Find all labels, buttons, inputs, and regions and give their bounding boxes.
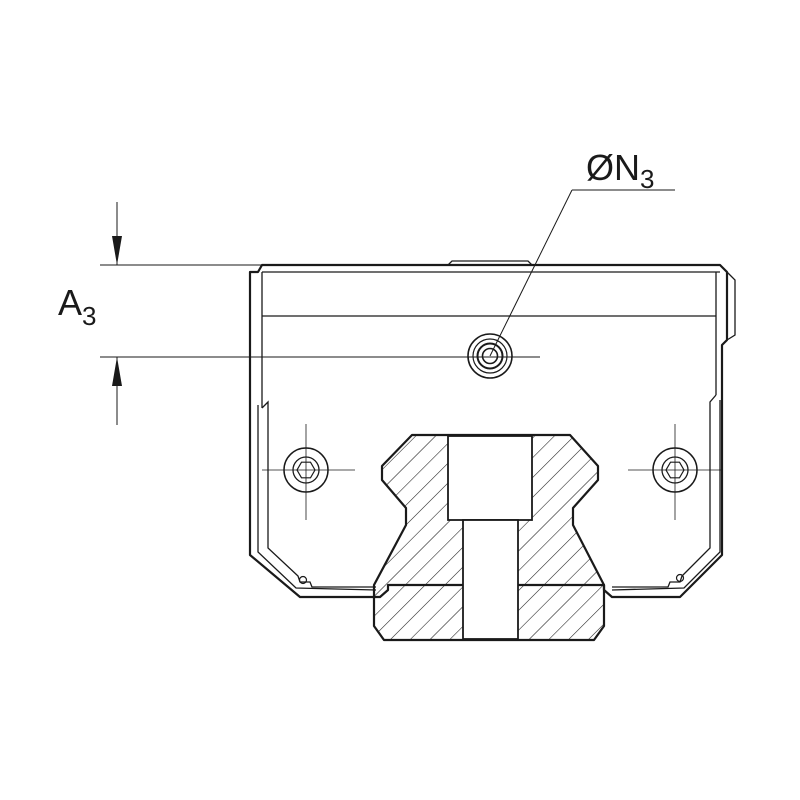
carriage-body — [248, 260, 736, 599]
leader-n3 — [489, 189, 675, 357]
screw-right-hex-socket-icon — [665, 461, 685, 479]
outer-lip-right — [611, 400, 721, 591]
diameter-letter: N — [614, 147, 640, 188]
diameter-symbol: Ø — [586, 147, 614, 188]
carriage-outline — [248, 263, 729, 599]
top-cap-strip — [447, 260, 533, 266]
leader-diagonal — [489, 189, 573, 357]
dimension-a3-label: A3 — [58, 282, 96, 331]
screw-left — [262, 424, 355, 520]
screw-left-hex-socket-icon — [296, 461, 316, 479]
arrow-up-icon — [112, 357, 122, 386]
rail-outline — [372, 433, 606, 642]
screw-left-counterbore — [292, 456, 320, 484]
lube-nipple-middle-ring — [472, 338, 508, 374]
dimension-a3-index: 3 — [82, 301, 96, 331]
screw-right-counterbore — [661, 456, 689, 484]
screw-right — [628, 424, 722, 520]
screw-left-head — [283, 447, 329, 493]
lube-nipple-outer-ring — [467, 333, 513, 379]
arrow-down-icon — [112, 236, 122, 265]
rail-hatch-fill — [374, 435, 604, 640]
end-seal-right-step — [726, 271, 736, 341]
inner-lip-left — [261, 400, 376, 588]
lube-nipple-hole — [481, 347, 499, 365]
dimension-a3-letter: A — [58, 282, 82, 323]
inner-lip-right — [612, 394, 717, 588]
diameter-index: 3 — [640, 164, 654, 194]
seal-pin-left — [298, 575, 308, 585]
rail-counterbore — [447, 435, 533, 521]
lube-nipple-inner-ring — [476, 342, 504, 370]
lube-nipple — [467, 333, 513, 379]
guide-rail-section — [372, 433, 606, 642]
outer-lip-left — [257, 405, 377, 591]
screw-right-head — [652, 447, 698, 493]
rail-bolt-hole — [462, 519, 519, 640]
diameter-n3-label: ØN3 — [586, 147, 654, 194]
dimension-a3 — [100, 202, 540, 425]
seal-pin-right — [675, 573, 685, 583]
